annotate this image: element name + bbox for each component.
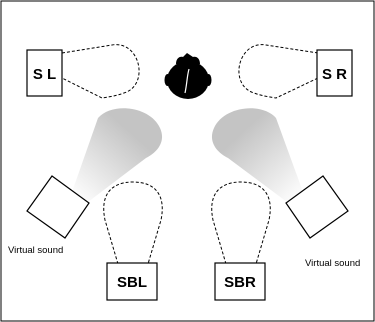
virtual-sound-label-right: Virtual sound (305, 258, 360, 269)
speaker-sl-label: S L (33, 66, 56, 83)
listener-head-icon (164, 53, 212, 99)
speaker-sbr-label: SBR (224, 274, 256, 291)
speaker-sbl-label: SBL (117, 274, 147, 291)
speaker-surround-back-left: SBL (106, 262, 158, 301)
virtual-speaker-right (285, 175, 349, 239)
sbl-dispersion-lobe (103, 181, 163, 265)
virtual-beam-left (72, 108, 163, 202)
sbr-dispersion-lobe (211, 181, 271, 265)
speaker-surround-back-right: SBR (214, 262, 266, 301)
sl-dispersion-lobe (61, 44, 140, 99)
sr-dispersion-lobe (238, 44, 319, 99)
speaker-surround-left: S L (26, 49, 63, 97)
virtual-speaker-left (26, 175, 90, 239)
virtual-sound-label-left: Virtual sound (8, 245, 63, 256)
speaker-sr-label: S R (322, 66, 347, 83)
speaker-surround-right: S R (316, 49, 353, 97)
virtual-beam-right (211, 108, 303, 202)
